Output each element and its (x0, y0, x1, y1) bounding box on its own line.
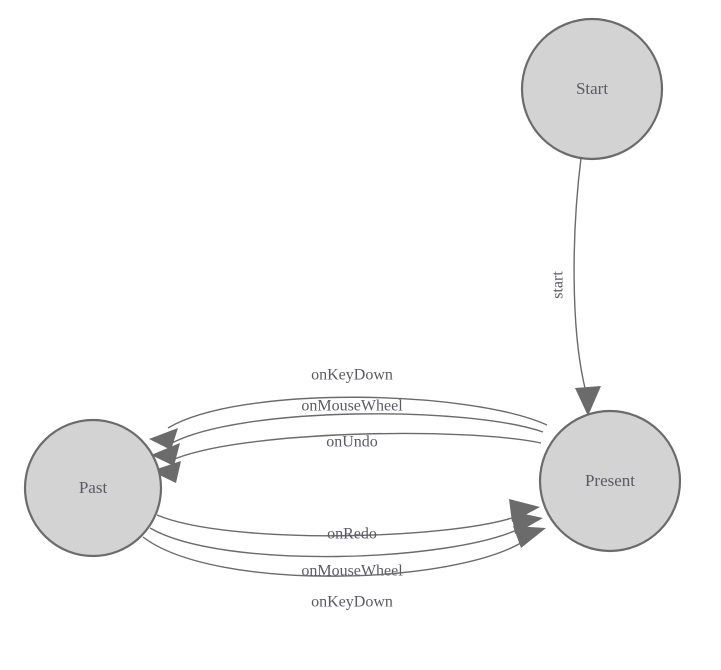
edge-label-past-present-onkeydown: onKeyDown (311, 594, 393, 611)
arrowhead-past-present-onkeydown (513, 526, 546, 548)
edge-path-past-present-onkeydown (142, 536, 525, 577)
node-past-circle (23, 418, 163, 558)
edge-past-to-present-onredo[interactable]: onRedo (156, 499, 540, 543)
edge-path-past-present-onredo (156, 514, 519, 537)
node-start-label: Start (576, 79, 608, 98)
edge-present-to-past-onundo[interactable]: onUndo (151, 432, 542, 483)
edge-path-present-past-onmousewheel (169, 413, 544, 445)
edge-past-to-present-onmousewheel[interactable]: onMouseWheel (149, 511, 543, 580)
node-present-circle (538, 409, 682, 553)
node-present-label: Present (585, 471, 635, 490)
node-start-circle (520, 17, 664, 161)
edge-label-start: start (550, 271, 567, 299)
edge-label-past-present-onredo: onRedo (327, 526, 377, 543)
edge-start-to-present[interactable]: start (550, 157, 601, 416)
edge-path-present-past-onundo (169, 432, 542, 462)
edge-label-past-present-onmousewheel: onMouseWheel (301, 563, 403, 580)
node-start[interactable]: Start (520, 17, 664, 161)
arrowhead-start-present (575, 386, 601, 416)
edge-present-to-past-onkeydown[interactable]: onKeyDown (149, 367, 548, 450)
node-past[interactable]: Past (23, 418, 163, 558)
edge-label-present-past-onundo: onUndo (326, 434, 378, 451)
edge-path-start-present (573, 157, 587, 393)
arrowhead-present-past-onkeydown (149, 428, 178, 450)
node-present[interactable]: Present (538, 409, 682, 553)
arrowhead-present-past-onundo (151, 461, 181, 483)
edge-path-past-present-onmousewheel (149, 527, 522, 558)
edge-past-to-present-onkeydown[interactable]: onKeyDown (142, 526, 546, 611)
edge-path-present-past-onkeydown (167, 396, 548, 429)
node-past-label: Past (79, 478, 108, 497)
edge-label-present-past-onkeydown: onKeyDown (311, 367, 393, 384)
edge-label-present-past-onmousewheel: onMouseWheel (301, 398, 403, 415)
